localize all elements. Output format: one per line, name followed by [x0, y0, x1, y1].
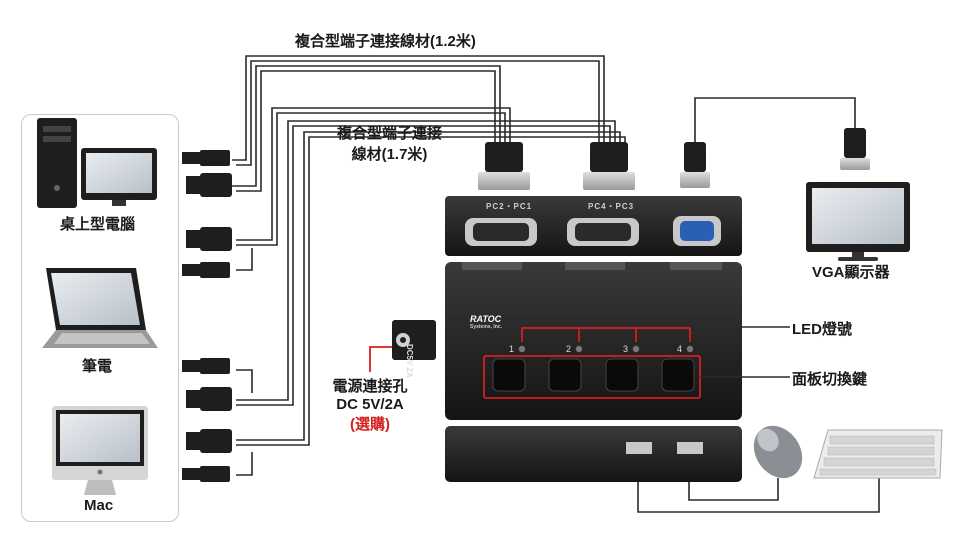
laptop-computer — [42, 268, 158, 348]
cable-1-7m-label-line2: 線材(1.7米) — [351, 146, 428, 163]
led-callout-label: LED燈號 — [792, 321, 853, 338]
vga-cable — [694, 97, 856, 142]
power-callout-line2: DC 5V/2A — [336, 396, 404, 413]
kvm-back-panel — [445, 196, 742, 256]
panel-switch-buttons — [492, 358, 695, 392]
vga-monitor — [806, 182, 910, 261]
cable-1-7m-label: 複合型端子連接 線材(1.7米) — [337, 122, 442, 164]
power-callout: 電源連接孔 DC 5V/2A (選購) — [330, 375, 410, 434]
power-callout-line3: (選購) — [350, 416, 390, 433]
callout-lines — [690, 326, 790, 378]
mouse — [753, 425, 803, 479]
usb-peripheral-cable — [637, 478, 880, 513]
kvm-main-body — [445, 262, 742, 420]
desktop-computer — [37, 118, 157, 208]
dc-jack-label: DC5V 2A — [405, 344, 414, 378]
cable-1-2m-label: 複合型端子連接線材(1.2米) — [295, 33, 476, 50]
desktop-label: 桌上型電腦 — [60, 216, 136, 233]
power-callout-line1: 電源連接孔 — [332, 378, 408, 395]
button-callout-label: 面板切換鍵 — [792, 371, 868, 388]
laptop-label: 筆電 — [82, 358, 113, 375]
led-number-1: 1 — [509, 344, 515, 354]
pc-connector-plugs — [182, 150, 232, 482]
brand-logo: RATOC — [470, 314, 502, 324]
vga-monitor-label: VGA顯示器 — [812, 264, 890, 281]
led-number-2: 2 — [566, 344, 572, 354]
mac-label: Mac — [84, 497, 114, 514]
kvm-front-panel — [445, 426, 742, 482]
led-number-3: 3 — [623, 344, 629, 354]
brand-subtitle: Systems, Inc. — [470, 324, 502, 330]
led-number-4: 4 — [677, 344, 683, 354]
cable-1-7m-label-line1: 複合型端子連接 — [337, 125, 443, 142]
dc-power-jack — [369, 320, 436, 372]
port-pc2-pc1-label: PC2・PC1 — [486, 202, 533, 211]
imac-computer — [52, 406, 148, 495]
cable-1-2m — [232, 55, 605, 192]
led-indicators — [518, 345, 694, 353]
kvm-input-connectors — [478, 128, 870, 190]
cable-1-7m — [236, 107, 626, 476]
port-pc4-pc3-label: PC4・PC3 — [588, 202, 635, 211]
keyboard — [813, 429, 943, 479]
